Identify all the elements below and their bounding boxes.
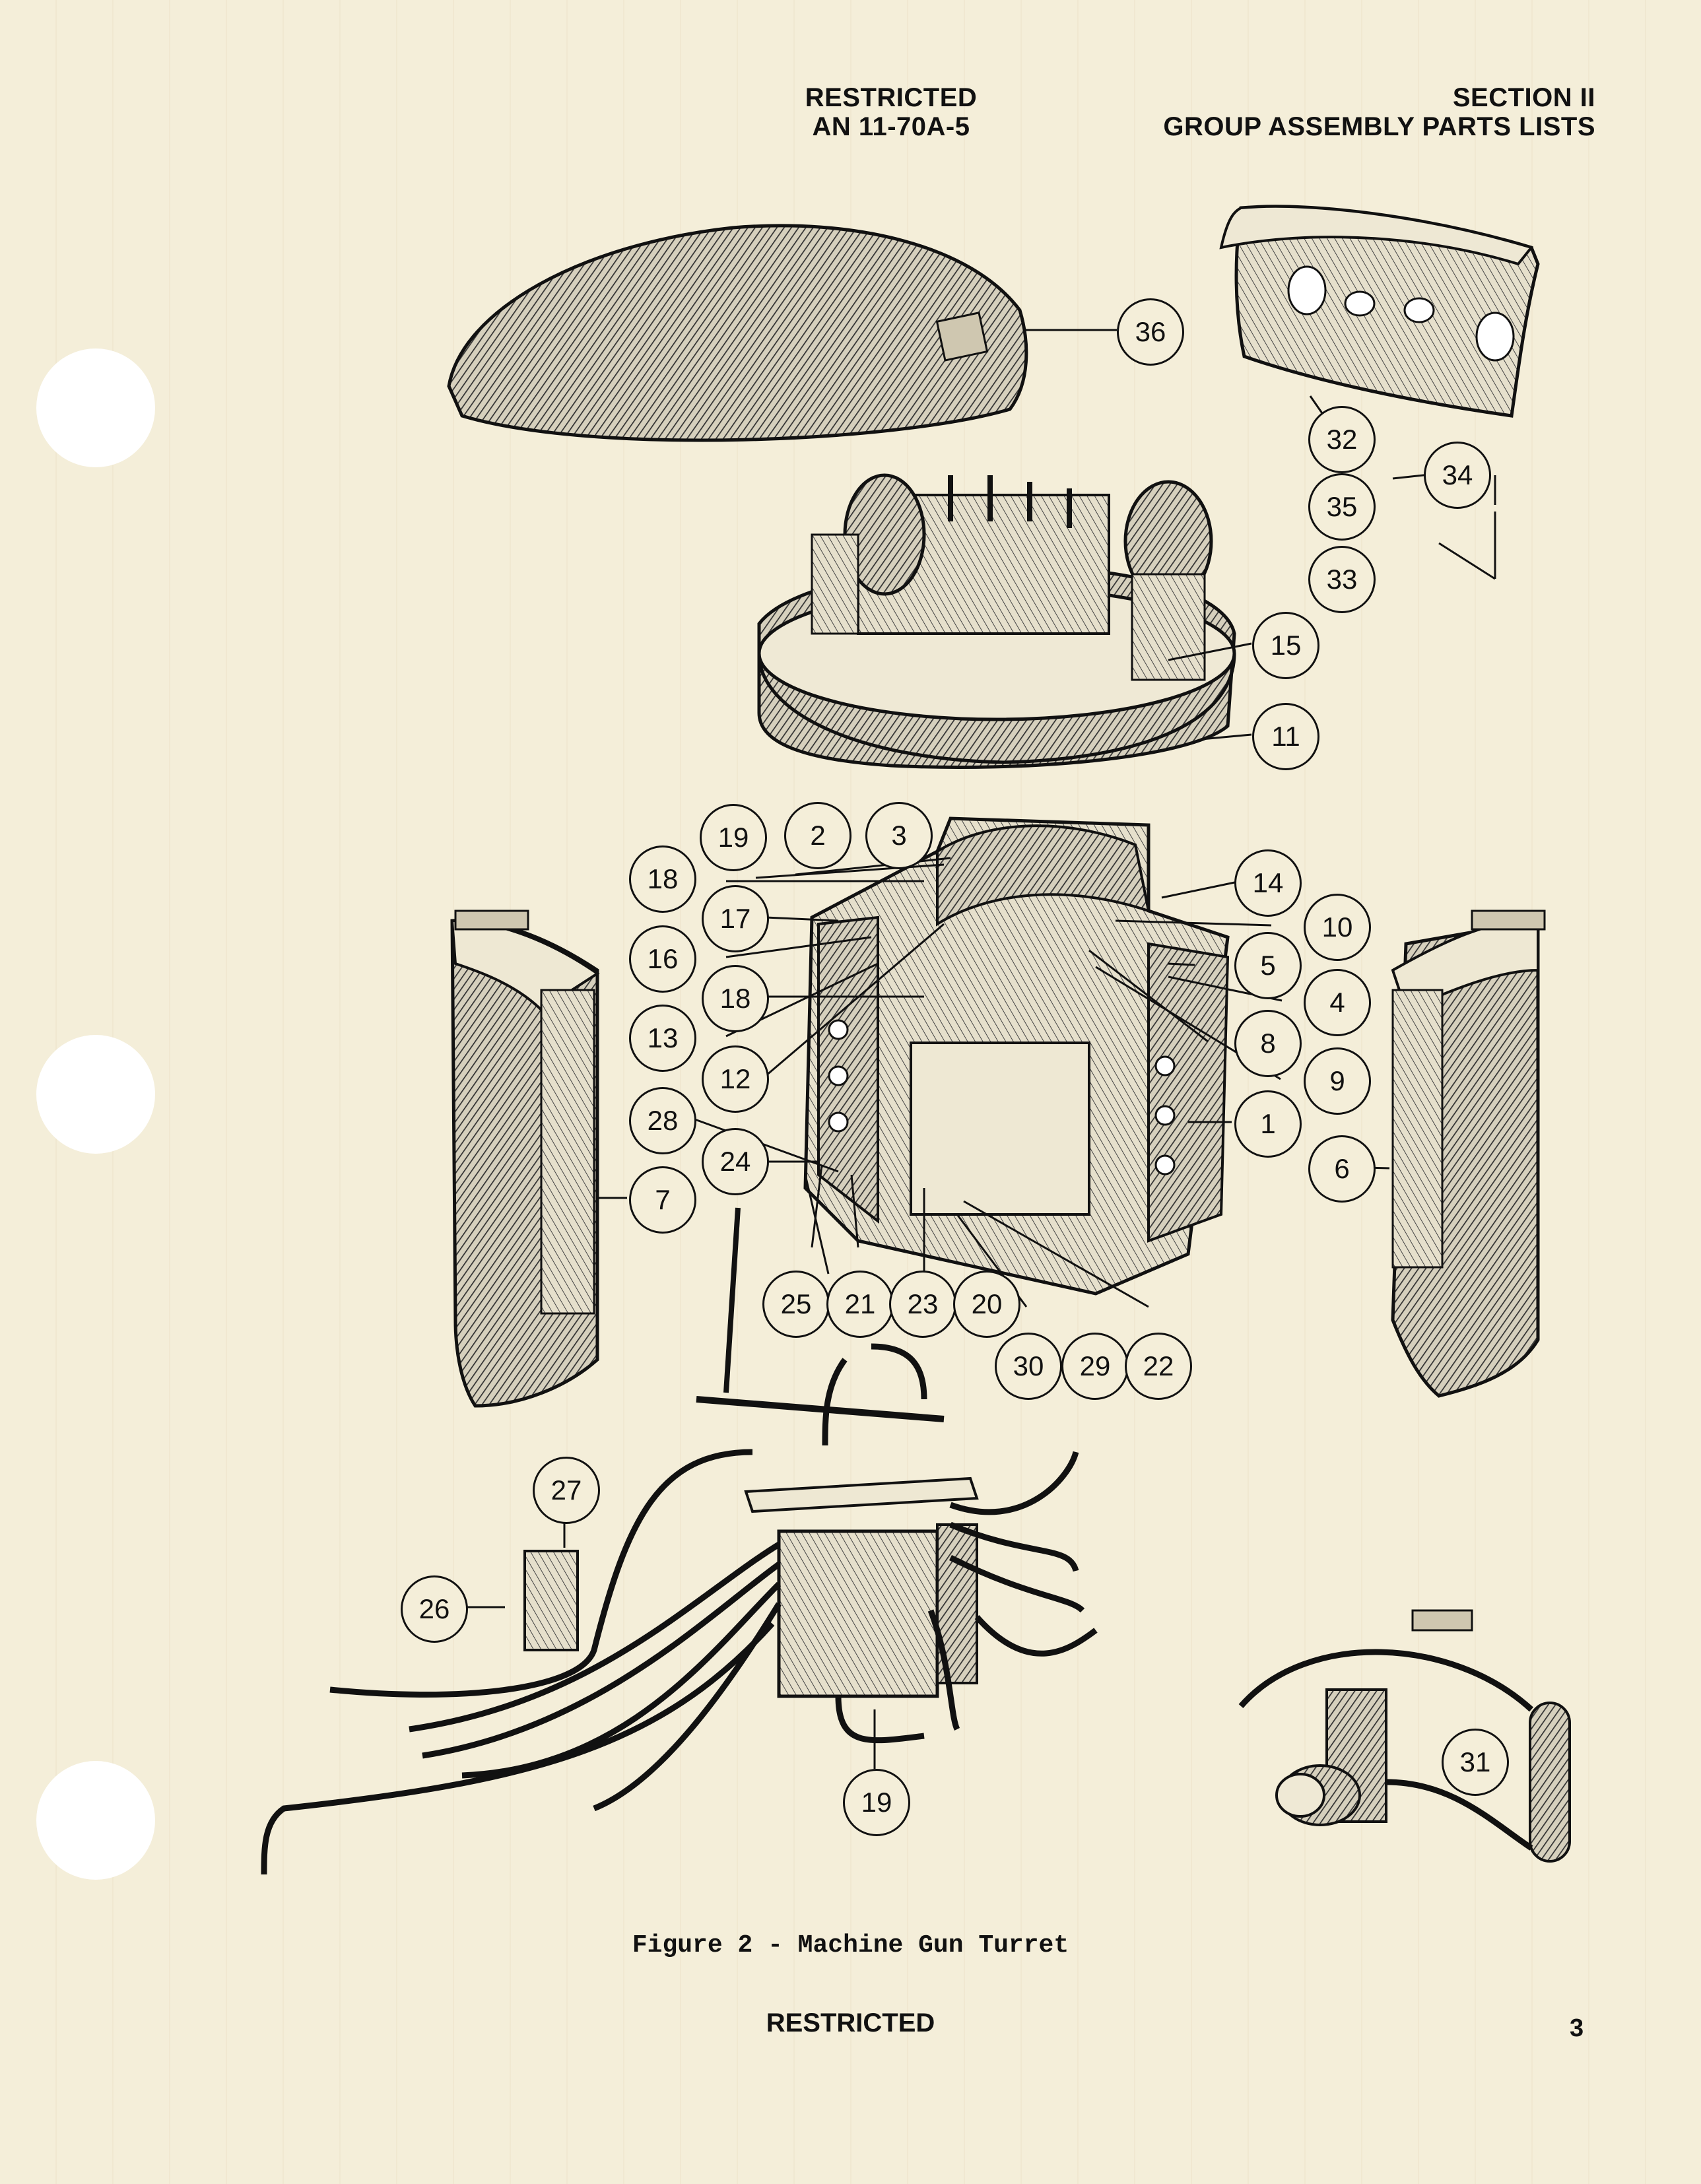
callout-12: 12 [702,1045,769,1113]
figure-caption: Figure 2 - Machine Gun Turret [632,1931,1069,1960]
callout-25: 24 [702,1128,769,1195]
callout-28: 27 [533,1457,600,1524]
callout-32: 31 [1442,1729,1509,1796]
callout-37: 36 [1117,298,1184,366]
section-title: GROUP ASSEMBLY PARTS LISTS [1163,112,1595,141]
callout-13: 13 [629,1005,696,1072]
callout-2: 2 [784,802,851,869]
callout-4: 4 [1304,969,1371,1036]
callout-31: 30 [995,1333,1062,1400]
page-number: 3 [1570,2014,1584,2042]
callout-7: 7 [629,1166,696,1234]
callout-35: 34 [1424,442,1491,509]
callout-19: 19 [700,804,767,871]
footer-classification: RESTRICTED [766,2008,935,2037]
binder-hole [36,348,155,467]
callout-11: 11 [1252,703,1319,770]
section-label: SECTION II [1452,83,1595,112]
callout-10: 10 [1304,894,1371,961]
callout-34: 33 [1308,546,1376,613]
binder-hole [36,1761,155,1880]
motor-assembly [1238,1609,1571,1863]
callout-21: 20 [953,1271,1020,1338]
callout-33: 32 [1308,406,1376,473]
callout-29: 28 [629,1087,696,1154]
callout-15: 15 [1252,612,1319,679]
callout-22: 21 [826,1271,894,1338]
callout-8: 8 [1234,1010,1302,1077]
callout-9: 9 [1304,1047,1371,1115]
callout-24: 23 [889,1271,956,1338]
callout-1: 1 [1234,1090,1302,1158]
junction-box-and-harness [261,1207,1098,1875]
callout-36: 35 [1308,473,1376,541]
callout-16: 16 [629,925,696,993]
callout-3: 3 [865,802,933,869]
callout-30: 29 [1061,1333,1129,1400]
callout-27: 26 [401,1575,468,1643]
binder-hole [36,1035,155,1154]
turret-frame [803,816,1230,1296]
header-classification: RESTRICTED [805,83,978,112]
header-right: SECTION II GROUP ASSEMBLY PARTS LISTS [1163,83,1595,141]
callout-26: 25 [762,1271,830,1338]
right-ammo-box [1391,910,1546,1398]
turret-ring-assembly [757,473,1236,769]
callout-14: 14 [1234,849,1302,917]
callout-23: 22 [1125,1333,1192,1400]
callout-17: 17 [702,885,769,952]
callout-6: 6 [1308,1135,1376,1203]
document-number: AN 11-70A-5 [812,112,970,141]
callout-5: 5 [1234,932,1302,999]
dome-cover [447,224,1028,442]
callout-18b: 18 [702,965,769,1032]
header-left: RESTRICTED AN 11-70A-5 [792,83,990,141]
callout-18: 18 [629,845,696,913]
callout-20: 19 [843,1769,910,1836]
left-ammo-box [450,910,600,1408]
armor-shield [1219,205,1540,418]
